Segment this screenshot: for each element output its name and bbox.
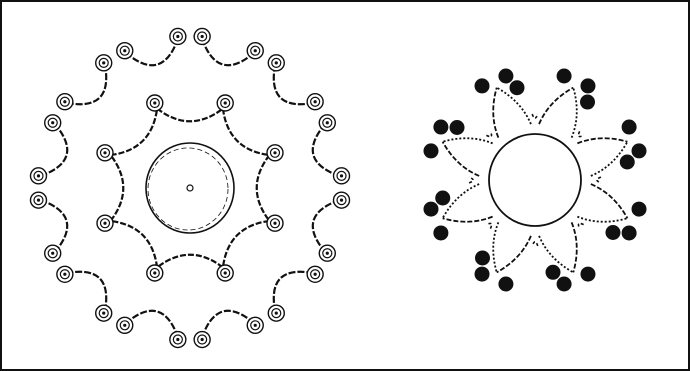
filled-node — [423, 143, 438, 158]
scallop — [532, 114, 538, 118]
inner-scallop — [157, 255, 223, 268]
ring-node-center — [37, 199, 40, 202]
central-disc-inner — [148, 148, 228, 230]
outer-loop — [313, 200, 340, 252]
ring-node-center — [102, 312, 105, 315]
outer-loop — [202, 311, 254, 338]
arm-strand — [572, 222, 577, 272]
outer-loop — [126, 311, 178, 338]
arm-strand — [577, 138, 627, 143]
ring-node-center — [224, 101, 227, 104]
ring-node-center — [340, 174, 343, 177]
filled-node — [580, 267, 595, 282]
ring-node-center — [102, 61, 105, 64]
filled-node — [557, 68, 572, 83]
filled-node — [605, 225, 620, 240]
arm-strand — [493, 222, 498, 272]
ring-node-center — [51, 252, 54, 255]
filled-node — [546, 265, 561, 280]
inner-scallop — [111, 109, 158, 156]
ring-node-center — [63, 273, 66, 276]
outer-loop — [40, 124, 67, 176]
arm-strand — [443, 217, 493, 222]
ring-node-center — [314, 100, 317, 103]
center-dot — [187, 185, 193, 191]
ring-node-center — [275, 61, 278, 64]
ring-node-center — [326, 121, 329, 124]
filled-node — [622, 225, 637, 240]
ring-node-center — [103, 151, 106, 154]
central-disc — [489, 134, 581, 226]
filled-node — [580, 95, 595, 110]
inner-scallop — [157, 109, 223, 122]
inner-scallop — [111, 155, 124, 221]
filled-node — [423, 202, 438, 217]
filled-node — [622, 120, 637, 135]
ring-node-center — [254, 324, 257, 327]
ring-node-center — [176, 35, 179, 38]
ring-node-center — [340, 199, 343, 202]
inner-scallop — [257, 155, 270, 221]
scallop — [469, 177, 473, 183]
scallop — [486, 223, 491, 228]
ring-node-center — [201, 35, 204, 38]
central-disc — [146, 143, 234, 233]
scallop — [578, 223, 583, 228]
arm-strand — [497, 236, 531, 273]
scallop — [532, 242, 538, 246]
ring-node-center — [37, 174, 40, 177]
ring-node-center — [273, 151, 276, 154]
scallop — [578, 131, 583, 136]
filled-node — [450, 120, 465, 135]
scallop — [486, 131, 491, 136]
outer-loop — [40, 200, 67, 252]
ring-node-center — [254, 49, 257, 52]
ring-node-center — [153, 271, 156, 274]
filled-node — [475, 267, 490, 282]
filled-node — [498, 68, 513, 83]
ring-node-center — [314, 273, 317, 276]
ring-node-center — [123, 49, 126, 52]
arm-strand — [591, 184, 628, 218]
outer-loop — [313, 124, 340, 176]
left-ring-diagram — [30, 28, 349, 347]
ring-node-center — [63, 100, 66, 103]
filled-node — [475, 250, 490, 265]
ring-node-center — [103, 222, 106, 225]
filled-node — [580, 78, 595, 93]
outer-loop — [202, 38, 254, 65]
filled-node — [433, 120, 448, 135]
ring-node-center — [51, 121, 54, 124]
ring-node-center — [224, 271, 227, 274]
inner-scallop — [223, 109, 270, 156]
inner-scallop — [223, 221, 270, 268]
ring-node-center — [326, 252, 329, 255]
arm-strand — [443, 138, 493, 143]
right-ring-diagram — [423, 68, 646, 291]
arm-strand — [443, 142, 480, 176]
filled-node — [632, 143, 647, 158]
arm-strand — [572, 88, 577, 138]
filled-node — [433, 225, 448, 240]
filled-node — [557, 277, 572, 292]
filled-node — [498, 277, 513, 292]
arm-strand — [493, 88, 498, 138]
ring-node-center — [201, 338, 204, 341]
inner-scallop — [111, 221, 158, 268]
outer-loop — [126, 38, 178, 65]
ring-node-center — [275, 312, 278, 315]
ring-node-center — [153, 101, 156, 104]
filled-node — [475, 78, 490, 93]
scallop — [597, 177, 601, 183]
filled-node — [509, 80, 524, 95]
arm-strand — [577, 217, 627, 222]
ring-node-center — [176, 338, 179, 341]
filled-node — [620, 154, 635, 169]
filled-node — [435, 191, 450, 206]
arm-strand — [539, 88, 573, 125]
filled-node — [632, 202, 647, 217]
ring-node-center — [273, 222, 276, 225]
ring-node-center — [123, 324, 126, 327]
